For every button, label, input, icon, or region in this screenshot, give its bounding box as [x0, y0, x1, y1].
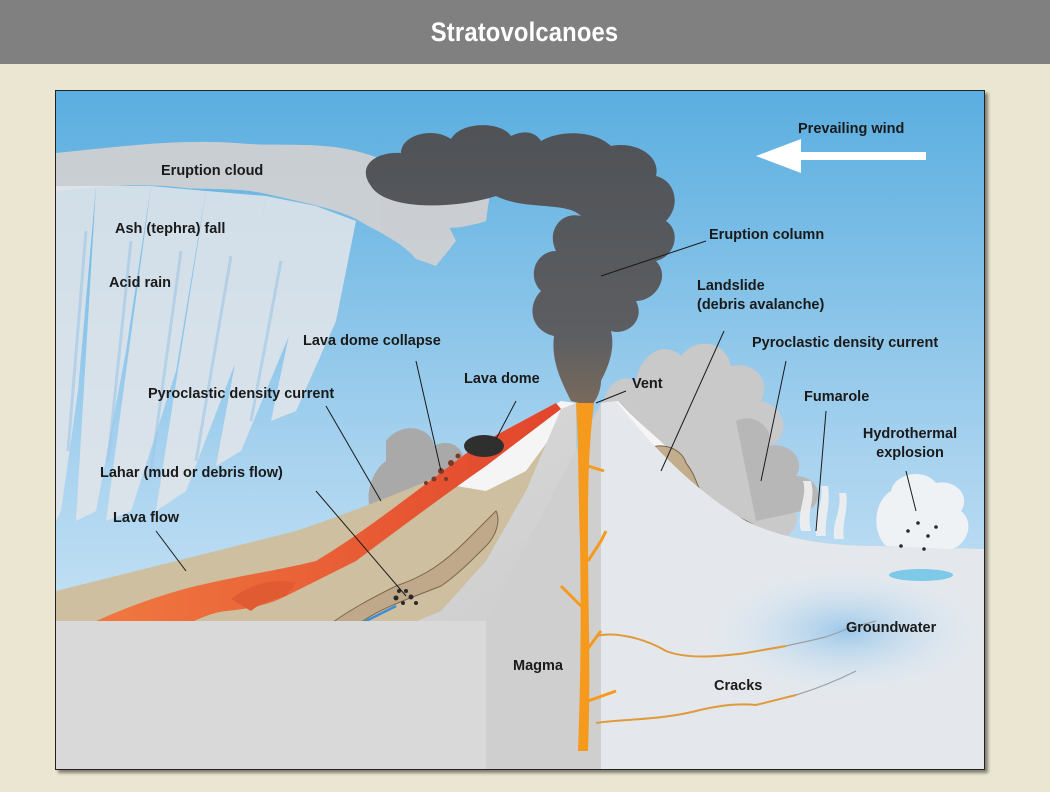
label-pdc-left: Pyroclastic density current — [148, 386, 335, 402]
label-eruption-cloud: Eruption cloud — [161, 163, 264, 179]
wind-arrow-icon — [756, 139, 926, 173]
lahar-channel — [320, 510, 499, 642]
label-pdc-right: Pyroclastic density current — [752, 335, 939, 351]
volcano-illustration — [56, 91, 984, 769]
hydrothermal-explosion — [876, 473, 969, 581]
header-bar: Stratovolcanoes — [0, 0, 1050, 64]
magma-conduit — [576, 403, 594, 751]
label-cracks: Cracks — [714, 678, 763, 694]
label-lava-flow: Lava flow — [113, 510, 180, 526]
ground-left — [56, 401, 576, 651]
magma-dike — [559, 464, 617, 703]
lava-dome — [464, 435, 504, 457]
label-acid-rain: Acid rain — [109, 275, 172, 291]
lahar-debris — [393, 589, 418, 605]
cross-section-front — [56, 621, 486, 769]
acid-rain-streaks — [66, 230, 283, 472]
label-lahar: Lahar (mud or debris flow) — [100, 465, 283, 481]
label-hydrothermal-line1: Hydrothermal — [862, 426, 958, 442]
label-hydrothermal-line2: explosion — [876, 445, 944, 461]
label-hydrothermal: Hydrothermal explosion — [856, 425, 964, 463]
cracks-gray — [785, 620, 877, 696]
label-groundwater: Groundwater — [846, 620, 937, 636]
label-magma: Magma — [513, 658, 563, 674]
label-landslide: Landslide (debris avalanche) — [697, 277, 824, 315]
volcano-diagram: Eruption cloud Ash (tephra) fall Acid ra… — [55, 90, 985, 770]
label-lava-dome: Lava dome — [464, 371, 540, 387]
label-fumarole: Fumarole — [804, 389, 870, 405]
page-title: Stratovolcanoes — [431, 16, 619, 47]
fumarole-steam — [799, 481, 847, 539]
label-lava-dome-collapse: Lava dome collapse — [303, 333, 441, 349]
cracks — [595, 633, 797, 724]
label-landslide-line2: (debris avalanche) — [697, 297, 825, 313]
label-vent: Vent — [632, 376, 663, 392]
lava-tongue — [231, 581, 296, 611]
label-prevailing-wind: Prevailing wind — [798, 121, 905, 137]
leader-lines — [155, 240, 917, 597]
eruption-column — [365, 125, 675, 406]
lava-dome-collapse-blocks — [424, 453, 461, 485]
groundwater-zone — [696, 561, 984, 701]
label-landslide-line1: Landslide — [697, 278, 765, 294]
label-ash-fall: Ash (tephra) fall — [115, 221, 226, 237]
label-eruption-column: Eruption column — [709, 227, 825, 243]
lava-flow — [86, 403, 561, 636]
